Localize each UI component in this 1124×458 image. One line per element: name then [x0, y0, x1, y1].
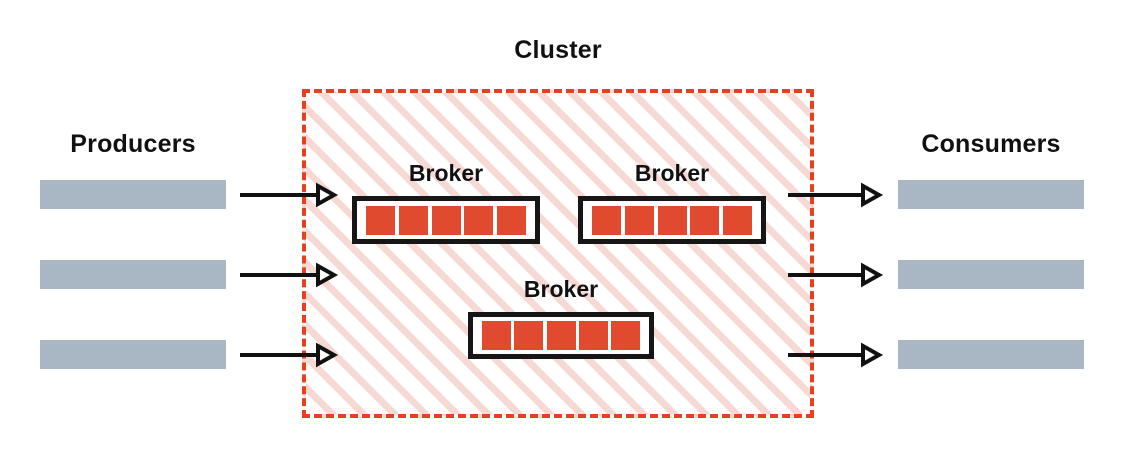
- producer-arrow-2: [240, 262, 339, 288]
- consumer-bar-2[interactable]: [898, 260, 1084, 289]
- broker-3-label: Broker: [523, 276, 599, 302]
- broker-2-box: [578, 196, 766, 244]
- consumer-bar-1[interactable]: [898, 180, 1084, 209]
- partition: [366, 205, 395, 235]
- broker-3[interactable]: Broker: [468, 276, 654, 359]
- consumers-title: Consumers: [921, 130, 1061, 158]
- broker-3-box: [468, 312, 654, 359]
- partition: [464, 205, 494, 235]
- consumer-arrow-2: [788, 262, 884, 288]
- partition: [624, 205, 654, 235]
- producer-bar-3[interactable]: [40, 340, 226, 369]
- cluster-region: [302, 89, 814, 418]
- producer-bar-1[interactable]: [40, 180, 226, 209]
- producer-arrow-1: [240, 182, 339, 208]
- producer-bar-2[interactable]: [40, 260, 226, 289]
- partition: [723, 205, 752, 235]
- partition: [657, 205, 687, 235]
- partition: [611, 321, 640, 350]
- broker-2[interactable]: Broker: [578, 160, 766, 244]
- partition: [578, 321, 608, 350]
- consumer-bar-3[interactable]: [898, 340, 1084, 369]
- partition: [592, 205, 621, 235]
- broker-2-label: Broker: [634, 160, 710, 186]
- consumer-arrow-3: [788, 342, 884, 368]
- consumer-arrow-1: [788, 182, 884, 208]
- producers-title: Producers: [70, 130, 196, 158]
- cluster-title: Cluster: [514, 36, 602, 64]
- broker-1-label: Broker: [408, 160, 484, 186]
- partition: [398, 205, 428, 235]
- broker-1-box: [352, 196, 540, 244]
- partition: [482, 321, 511, 350]
- partition: [546, 321, 576, 350]
- partition: [514, 321, 544, 350]
- broker-1[interactable]: Broker: [352, 160, 540, 244]
- partition: [690, 205, 720, 235]
- producer-arrow-3: [240, 342, 339, 368]
- partition: [431, 205, 461, 235]
- partition: [497, 205, 526, 235]
